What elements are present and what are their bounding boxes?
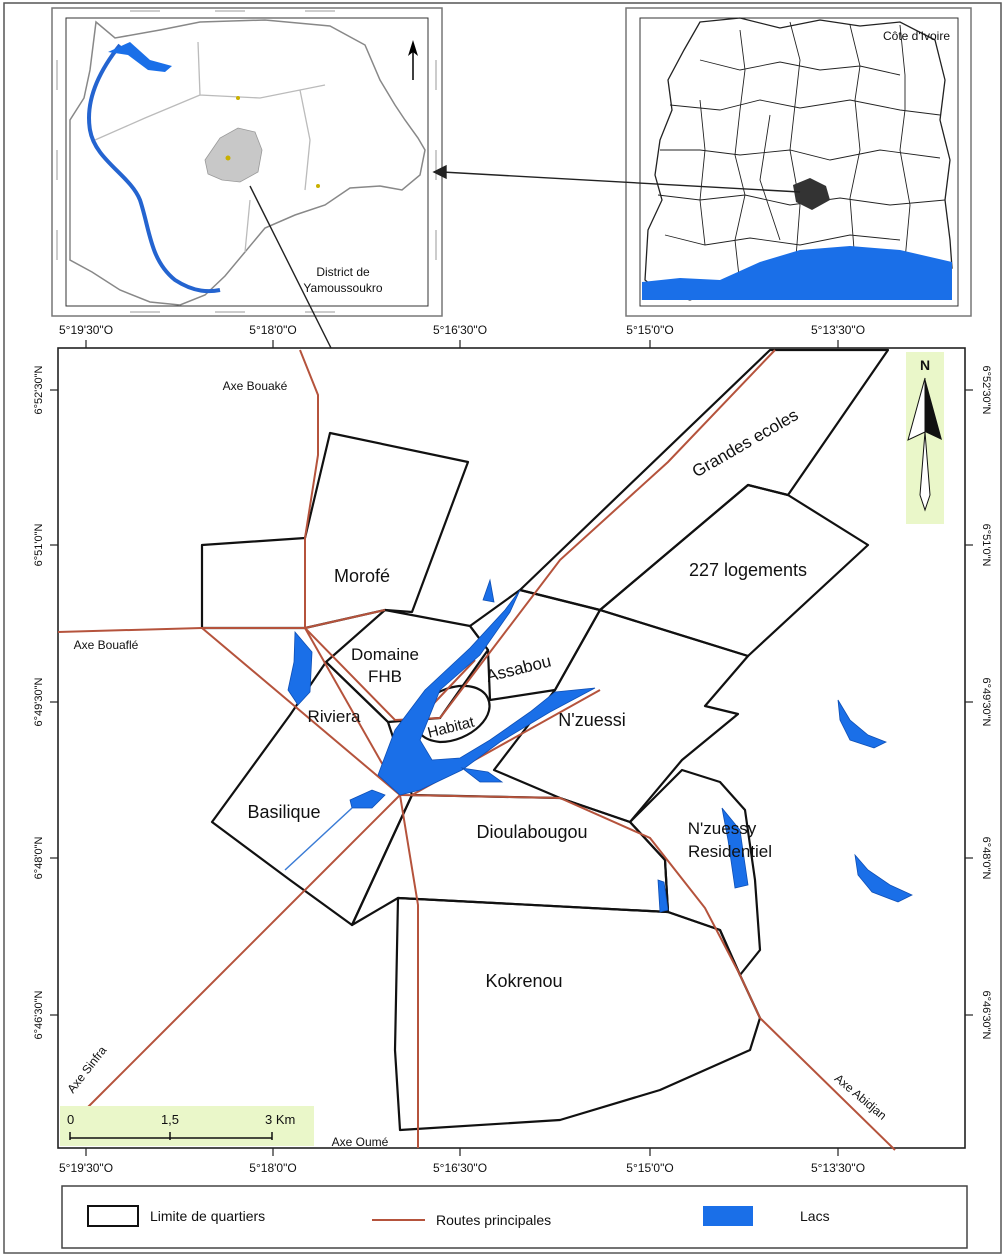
legend-lake-label: Lacs xyxy=(800,1208,830,1224)
left-axis-label: 6°48'0"N xyxy=(33,837,45,880)
top-axis-label: 5°13'30"O xyxy=(811,323,865,337)
top-axis-label: 5°16'30"O xyxy=(433,323,487,337)
label-riviera: Riviera xyxy=(308,707,361,726)
label-domaine-1: Domaine xyxy=(351,645,419,664)
road-abidjan xyxy=(399,794,896,1151)
bottom-axis-label: 5°13'30"O xyxy=(811,1161,865,1175)
bottom-axis-label: 5°15'0"O xyxy=(626,1161,673,1175)
label-domaine-2: FHB xyxy=(368,667,402,686)
boundary-kokrenou xyxy=(393,896,762,1132)
inset-district-title-1: District de xyxy=(316,265,370,279)
inset-river xyxy=(87,43,221,294)
bottom-axis-label: 5°16'30"O xyxy=(433,1161,487,1175)
road-label-bouafle: Axe Bouaflé xyxy=(74,638,139,652)
inset-country-title: Côte d'Ivoire xyxy=(883,29,950,43)
left-axis-label: 6°51'0"N xyxy=(33,524,45,567)
main-axis-ticks xyxy=(50,340,973,1156)
inset-lake-kossou xyxy=(108,42,172,72)
left-axis-label: 6°49'30"N xyxy=(33,677,45,726)
north-arrow-tail xyxy=(919,431,931,512)
right-axis-label: 6°51'0"N xyxy=(980,524,992,567)
boundary-nzuessi xyxy=(492,608,750,824)
inset-town-dot xyxy=(316,184,320,188)
bottom-axis-label: 5°18'0"O xyxy=(249,1161,296,1175)
inset-town-dot xyxy=(225,155,231,161)
road-grandes-ecoles xyxy=(439,349,776,719)
scale-tick-2: 3 Km xyxy=(265,1112,295,1127)
right-axis-label: 6°46'30"N xyxy=(980,991,992,1040)
scale-tick-1: 1,5 xyxy=(161,1112,179,1127)
legend: Limite de quartiers Routes principales L… xyxy=(61,1185,968,1249)
road-label-bouake: Axe Bouaké xyxy=(223,379,288,393)
north-arrow: N xyxy=(906,352,944,524)
inset-district-title-2: Yamoussoukro xyxy=(303,281,382,295)
boundary-227-logements xyxy=(598,483,870,658)
lakes xyxy=(287,578,913,913)
label-nzuessy-2: Residentiel xyxy=(688,842,772,861)
lake-central xyxy=(377,589,596,796)
right-axis-label: 6°52'30"N xyxy=(980,366,992,415)
road-label-oume: Axe Oumé xyxy=(332,1135,389,1149)
road-oume xyxy=(399,794,419,1148)
right-axis-label: 6°48'0"N xyxy=(980,837,992,880)
label-basilique: Basilique xyxy=(247,802,320,822)
legend-lake-swatch xyxy=(703,1206,753,1226)
label-kokrenou: Kokrenou xyxy=(485,971,562,991)
top-axis-label: 5°18'0"O xyxy=(249,323,296,337)
label-morofe: Morofé xyxy=(334,566,390,586)
lake-riviera xyxy=(287,630,313,706)
lake-small-south xyxy=(657,879,669,913)
lake-assabou-north xyxy=(482,578,495,603)
inset-district-ticks xyxy=(56,10,437,313)
lake-basilique xyxy=(349,789,386,809)
bottom-axis-label: 5°19'30"O xyxy=(59,1161,113,1175)
right-axis-label: 6°49'30"N xyxy=(980,678,992,727)
legend-boundary-swatch xyxy=(87,1205,139,1227)
inset-urban-area xyxy=(204,127,263,183)
legend-box xyxy=(61,1185,968,1249)
boundary-habitat xyxy=(416,684,491,744)
lake-east-1 xyxy=(837,699,887,749)
left-axis-label: 6°52'30"N xyxy=(33,365,45,414)
road-bouafle xyxy=(57,609,386,633)
lake-east-2 xyxy=(854,853,913,903)
legend-boundary-label: Limite de quartiers xyxy=(150,1208,265,1224)
road-bouafle-south xyxy=(201,627,401,796)
inset-district-map: District de Yamoussoukro xyxy=(51,7,443,317)
lake-nzuessy xyxy=(721,807,749,889)
lake-habitat-south xyxy=(460,767,504,783)
label-nzuessy-1: N'zuessy xyxy=(688,819,757,838)
legend-road-label: Routes principales xyxy=(436,1212,551,1228)
inset-country-map: Côte d'Ivoire xyxy=(625,7,972,317)
inset-north-arrow xyxy=(408,40,418,80)
road-bouake xyxy=(299,349,319,628)
label-dioulabougou: Dioulabougou xyxy=(476,822,587,842)
district-subdivisions xyxy=(94,41,326,253)
country-regions xyxy=(657,21,946,286)
north-arrow-half xyxy=(907,377,926,441)
top-axis-label: 5°19'30"O xyxy=(59,323,113,337)
label-nzuessi: N'zuessi xyxy=(558,710,625,730)
main-map: 5°19'30"O 5°18'0"O 5°16'30"O 5°15'0"O 5°… xyxy=(33,323,992,1175)
top-axis-label: 5°15'0"O xyxy=(626,323,673,337)
stream-basilique xyxy=(284,807,353,871)
country-yamoussoukro-highlight xyxy=(793,178,830,210)
scale-tick-0: 0 xyxy=(67,1112,74,1127)
inset-town-dot xyxy=(236,96,240,100)
label-227-logements: 227 logements xyxy=(689,560,807,580)
country-ocean xyxy=(642,246,952,300)
scale-bar: 0 1,5 3 Km xyxy=(60,1106,314,1146)
road-sinfra xyxy=(84,794,401,1111)
left-axis-label: 6°46'30"N xyxy=(33,990,45,1039)
north-label: N xyxy=(920,357,930,373)
